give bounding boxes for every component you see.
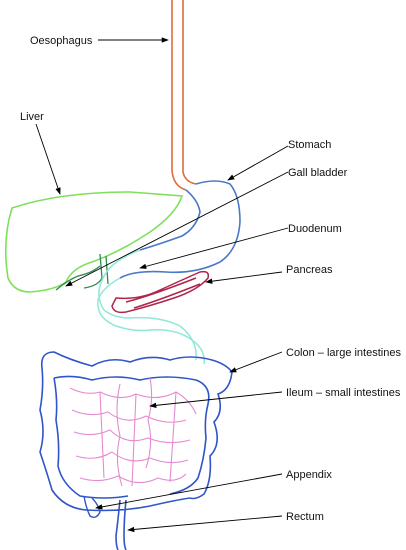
label-appendix: Appendix [286,469,332,481]
label-gall-bladder: Gall bladder [288,167,348,179]
liver-organ [4,191,184,293]
ileum-arrow [149,391,283,409]
oesophagus-wall-right [182,0,197,185]
label-rectum: Rectum [286,511,324,523]
appendix-arrow [95,473,283,510]
gall-bladder-organ [55,253,109,291]
label-colon: Colon – large intestines [286,347,401,359]
label-liver: Liver [20,111,44,123]
pancreas-organ [111,270,210,314]
colon-arrow [229,351,283,373]
label-pancreas: Pancreas [286,264,333,276]
duodenum-organ [97,249,205,365]
stomach-arrow [227,145,289,181]
colon-organ [39,351,233,550]
label-stomach: Stomach [288,139,331,151]
label-duodenum: Duodenum [288,223,342,235]
duodenum-arrow [139,227,289,269]
rectum-arrow [127,515,283,533]
oesophagus-wall-left [171,0,187,191]
label-oesophagus: Oesophagus [30,35,93,47]
pancreas-arrow [205,271,283,284]
appendix-organ [83,495,101,519]
label-ileum: Ileum – small intestines [286,387,401,399]
oesophagus-organ [171,0,197,191]
ileum-organ [69,377,197,487]
liver-arrow [35,123,61,195]
gall-bladder-arrow [65,171,289,287]
stomach-organ [119,180,241,279]
